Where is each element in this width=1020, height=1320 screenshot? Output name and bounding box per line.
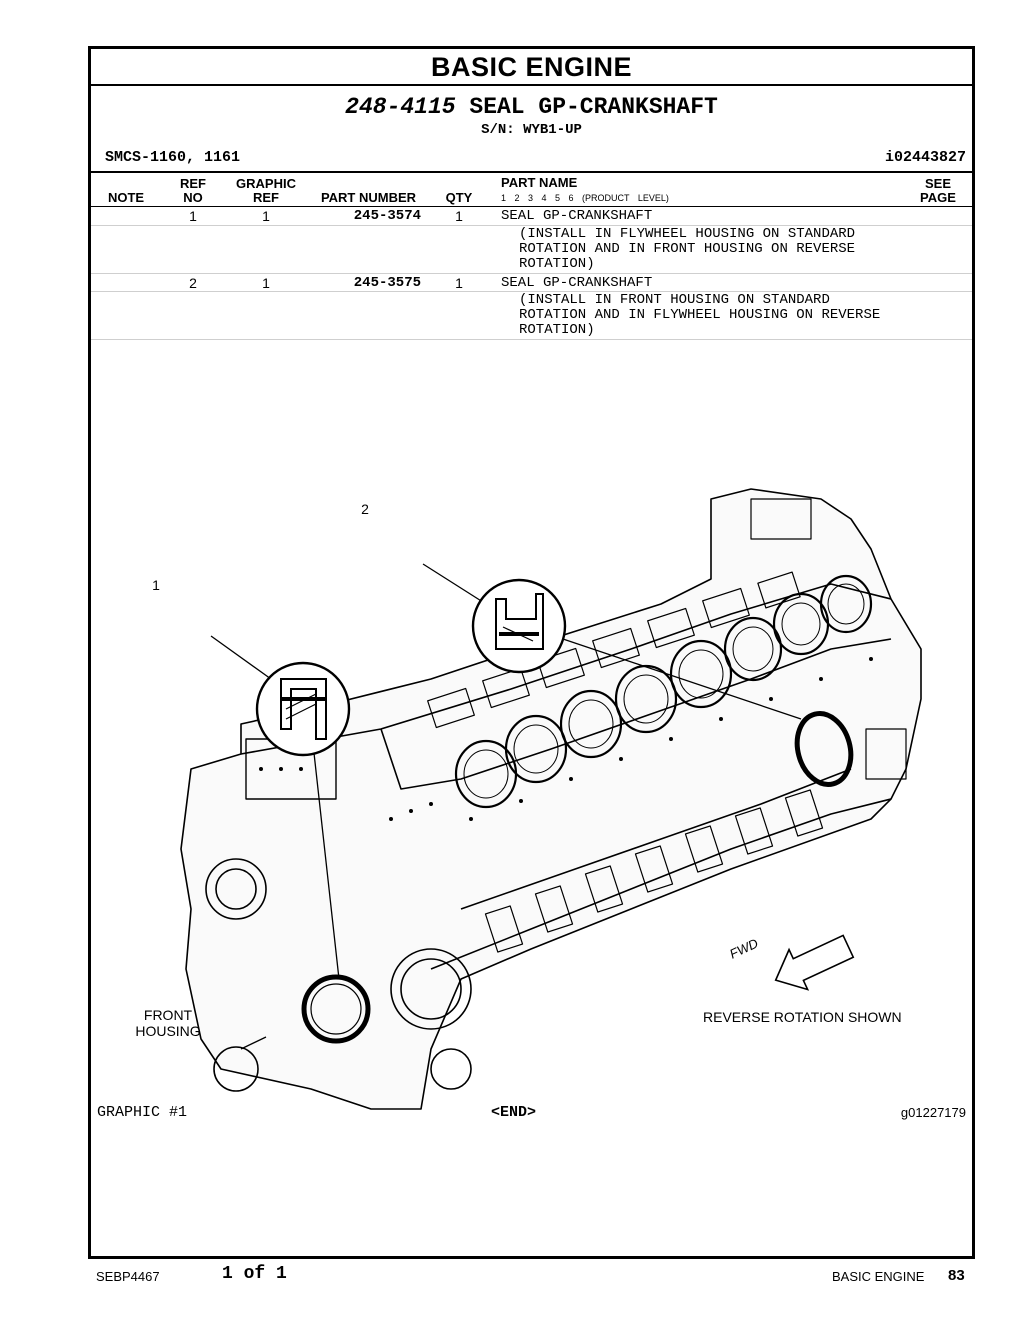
callout-2: 2 <box>361 501 369 517</box>
row1-graphic-ref: 1 <box>262 208 270 224</box>
smcs-codes: SMCS-1160, 1161 <box>105 149 241 166</box>
col-ref-top: REF <box>180 176 206 191</box>
front-housing-line2: HOUSING <box>135 1023 201 1039</box>
front-housing-line1: FRONT <box>143 1007 193 1023</box>
engine-block-illustration <box>180 488 922 1110</box>
row2-graphic-ref: 1 <box>262 275 270 291</box>
row1-note-line1: (INSTALL IN FLYWHEEL HOUSING ON STANDARD <box>519 226 856 242</box>
front-housing-label: FRONT HOUSING <box>135 1007 201 1039</box>
col-graphic-bottom: REF <box>253 190 279 205</box>
section-title: BASIC ENGINE <box>91 49 972 86</box>
group-heading: 248-4115 SEAL GP-CRANKSHAFT <box>91 94 972 120</box>
row2-note-line3: ROTATION) <box>519 322 595 338</box>
row2-ref-no: 2 <box>189 275 197 291</box>
col-part-name: PART NAME <box>501 175 578 190</box>
group-number: 248-4115 <box>345 94 456 120</box>
row1-qty: 1 <box>455 208 463 224</box>
row2-note-line2: ROTATION AND IN FLYWHEEL HOUSING ON REVE… <box>519 307 881 323</box>
header-rule-top <box>91 171 972 173</box>
col-part-number: PART NUMBER <box>320 190 417 205</box>
row-divider <box>91 225 972 226</box>
group-name: SEAL GP-CRANKSHAFT <box>469 94 718 120</box>
row1-note-line2: ROTATION AND IN FRONT HOUSING ON REVERSE <box>519 241 856 257</box>
page-number: 83 <box>948 1267 965 1284</box>
col-see-top: SEE <box>924 176 951 191</box>
col-note: NOTE <box>107 190 145 205</box>
graphic-id: g01227179 <box>900 1105 966 1120</box>
rotation-note: REVERSE ROTATION SHOWN <box>703 1009 902 1025</box>
row-divider <box>91 291 972 292</box>
row2-part-name: SEAL GP-CRANKSHAFT <box>501 275 653 291</box>
publication-number: SEBP4467 <box>96 1269 160 1284</box>
row-divider <box>91 339 972 340</box>
row-divider <box>91 273 972 274</box>
serial-range: S/N: WYB1-UP <box>481 122 582 138</box>
col-ref-bottom: NO <box>183 190 203 205</box>
page-of: 1 of 1 <box>222 1264 287 1284</box>
end-marker: <END> <box>491 1104 537 1121</box>
info-id: i02443827 <box>884 149 966 166</box>
header-rule-bottom <box>91 206 972 207</box>
row1-part-number[interactable]: 245-3574 <box>353 208 421 224</box>
graphic-label: GRAPHIC #1 <box>97 1104 188 1121</box>
callout-1: 1 <box>152 577 160 593</box>
row2-part-number[interactable]: 245-3575 <box>353 275 421 291</box>
row2-note-line1: (INSTALL IN FRONT HOUSING ON STANDARD <box>519 292 830 308</box>
row1-ref-no: 1 <box>189 208 197 224</box>
row1-note-line3: ROTATION) <box>519 256 595 272</box>
col-qty: QTY <box>445 190 473 205</box>
footer-section: BASIC ENGINE <box>832 1269 925 1284</box>
col-graphic-top: GRAPHIC <box>236 176 296 191</box>
col-see-bottom: PAGE <box>920 190 956 205</box>
row1-part-name: SEAL GP-CRANKSHAFT <box>501 208 653 224</box>
row2-qty: 1 <box>455 275 463 291</box>
product-levels: 1 2 3 4 5 6 (PRODUCT LEVEL) <box>501 193 669 203</box>
page-frame: BASIC ENGINE 248-4115 SEAL GP-CRANKSHAFT… <box>88 46 975 1259</box>
